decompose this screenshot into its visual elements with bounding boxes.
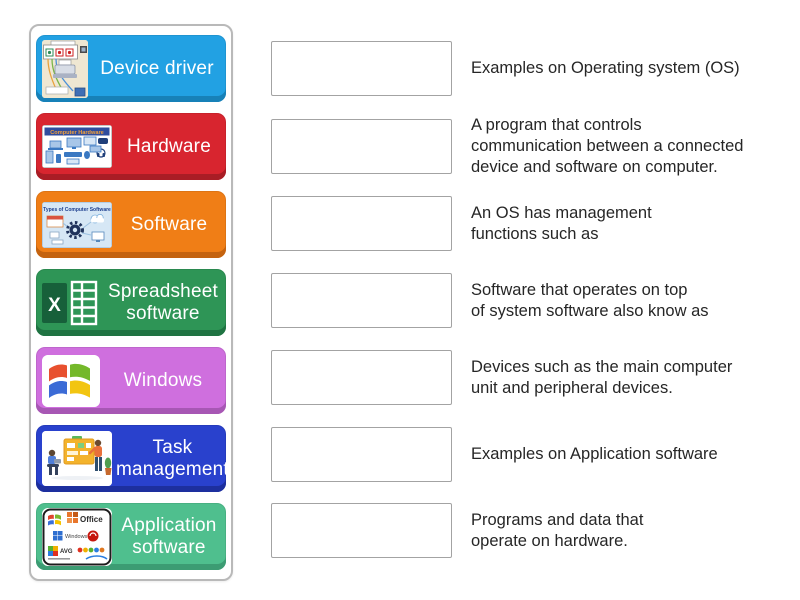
tile-spreadsheet-software[interactable]: X Spreadsheet software — [36, 269, 226, 336]
clue-text-3: An OS has management functions such as — [471, 203, 652, 243]
tile-device-driver[interactable]: Device driver — [36, 35, 226, 102]
software-types-image: Types of Computer Software — [42, 201, 112, 248]
software-title-text: Types of Computer Software — [43, 207, 111, 213]
match-row-4: Software that operates on top of system … — [271, 273, 800, 328]
red-app-badge — [87, 530, 99, 541]
match-row-5: Devices such as the main computer unit a… — [271, 350, 800, 405]
tile-label-software: Software — [130, 213, 208, 235]
computer-hardware-icon: Computer Hardware — [42, 125, 112, 168]
tile-application-software[interactable]: Office Windows 8 — [36, 503, 226, 570]
device-driver-icon — [42, 39, 88, 98]
drop-zone-7[interactable] — [271, 503, 452, 558]
tile-label-spreadsheet-software: Spreadsheet software — [108, 281, 218, 324]
tile-windows[interactable]: Windows — [36, 347, 226, 414]
avg-logo: AVG — [48, 545, 73, 560]
tile-label-task-management: Task management — [116, 437, 229, 480]
computer-hardware-image: Computer Hardware — [42, 125, 112, 168]
clue-text-4: Software that operates on top of system … — [471, 280, 709, 320]
software-types-icon: Types of Computer Software — [42, 201, 112, 248]
office-text: Office — [80, 515, 103, 524]
app-dots — [77, 547, 105, 552]
application-logos-image: Office Windows 8 — [42, 507, 112, 566]
avg-text: AVG — [60, 549, 73, 555]
drop-zone-2[interactable] — [271, 119, 452, 174]
excel-spreadsheet-icon: X — [42, 280, 98, 325]
tile-label-hardware: Hardware — [127, 135, 211, 157]
spreadsheet-grid — [70, 280, 98, 325]
clue-text-7: Programs and data that operate on hardwa… — [471, 510, 644, 550]
drop-zone-6[interactable] — [271, 427, 452, 482]
tile-label-device-driver: Device driver — [100, 57, 214, 79]
match-row-3: An OS has management functions such as — [271, 196, 800, 251]
drop-zone-1[interactable] — [271, 41, 452, 96]
task-board-icon — [42, 431, 112, 486]
windows7-flag — [48, 513, 61, 525]
cloud-shape — [90, 213, 104, 223]
windows8-text: Windows 8 — [65, 534, 92, 540]
tile-label-application-software: Application software — [121, 515, 217, 558]
hardware-title-text: Computer Hardware — [50, 130, 103, 136]
tile-software[interactable]: Types of Computer Software — [36, 191, 226, 258]
match-row-2: A program that controls communication be… — [271, 116, 800, 176]
drop-zone-3[interactable] — [271, 196, 452, 251]
clue-text-2: A program that controls communication be… — [471, 116, 744, 176]
clue-text-1: Examples on Operating system (OS) — [471, 59, 740, 77]
clue-text-5: Devices such as the main computer unit a… — [471, 357, 733, 397]
match-row-6: Examples on Application software — [271, 427, 800, 482]
tile-label-windows: Windows — [123, 369, 203, 391]
application-logos-icon: Office Windows 8 — [42, 508, 112, 565]
windows-logo-image — [42, 354, 100, 407]
windows8-logo: Windows 8 — [53, 530, 92, 540]
drop-zone-4[interactable] — [271, 273, 452, 328]
device-driver-diagram-image — [42, 39, 88, 98]
match-row-7: Programs and data that operate on hardwa… — [271, 503, 800, 558]
windows-logo-icon — [42, 354, 100, 407]
office-logo: Office — [67, 511, 103, 524]
swoosh-shape — [85, 554, 108, 560]
task-board-image — [42, 431, 112, 486]
clue-text-6: Examples on Application software — [471, 445, 718, 463]
tile-hardware[interactable]: Computer Hardware — [36, 113, 226, 180]
keywords-panel: Device driver Computer Hardware — [29, 24, 233, 581]
excel-x-text: X — [48, 295, 61, 316]
excel-spreadsheet-image: X — [42, 280, 100, 326]
drop-zone-5[interactable] — [271, 350, 452, 405]
tile-task-management[interactable]: Task management — [36, 425, 229, 492]
match-row-1: Examples on Operating system (OS) — [271, 41, 800, 96]
